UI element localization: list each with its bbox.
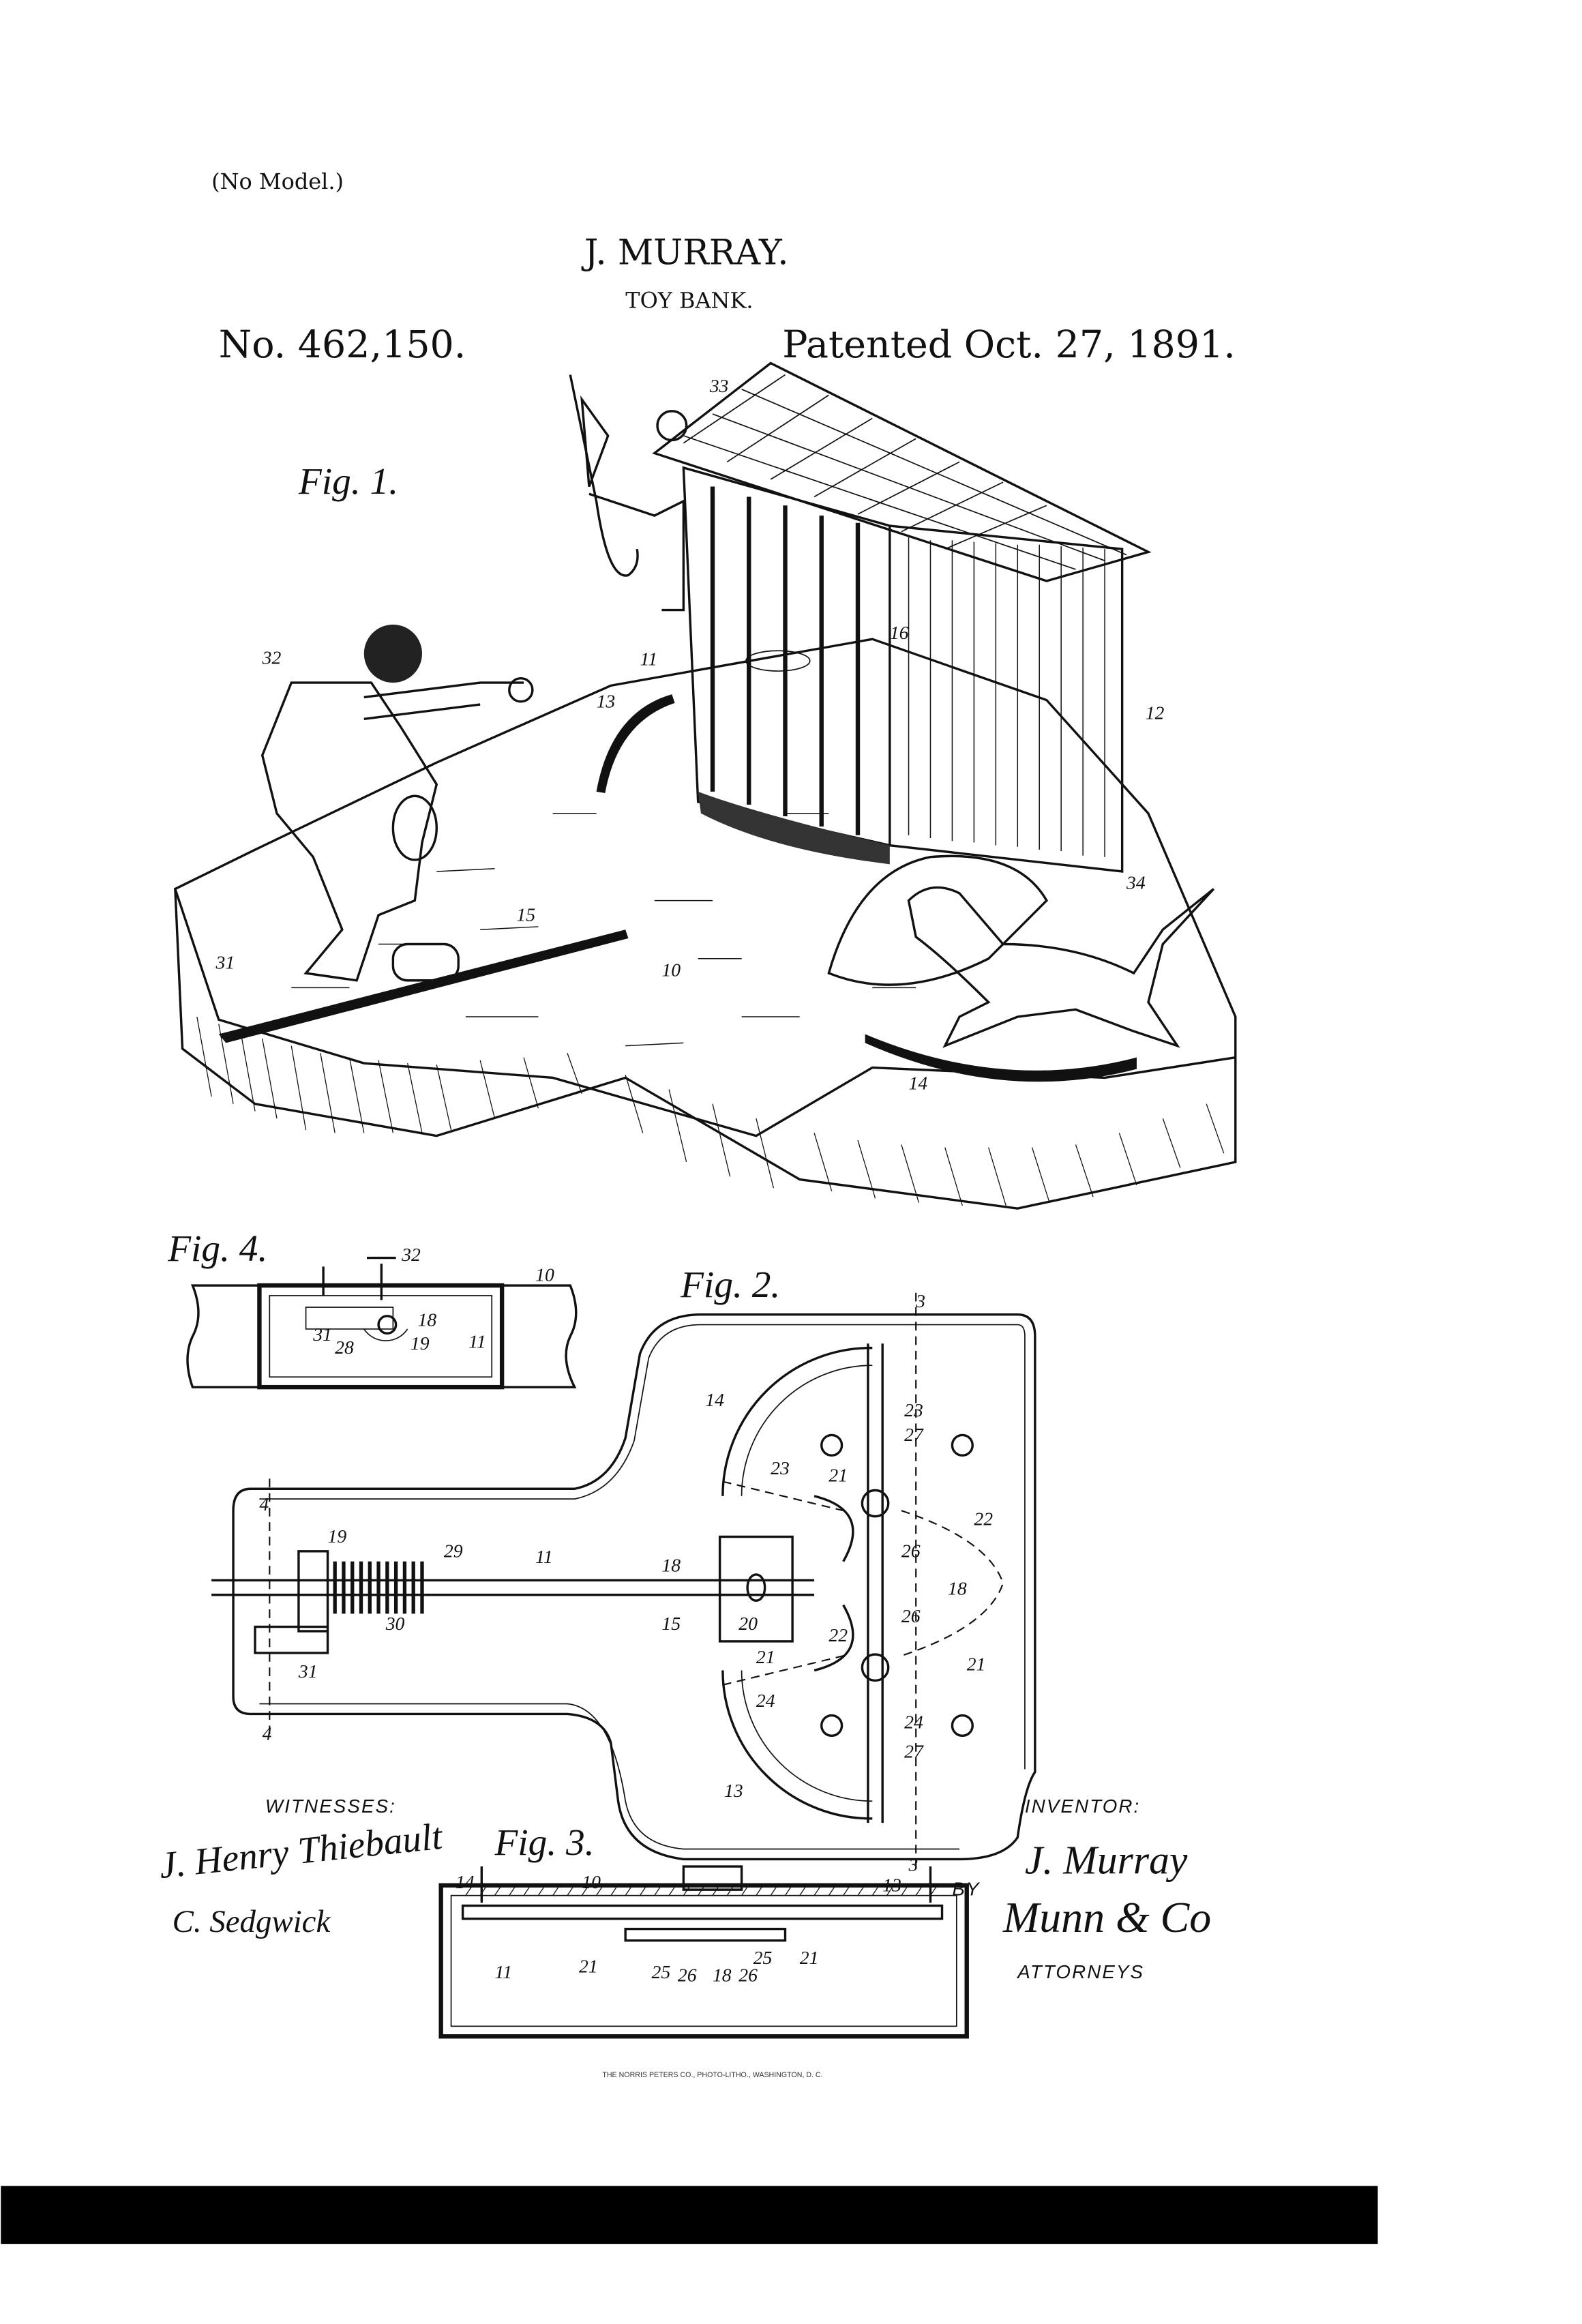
svg-text:3: 3: [915, 1290, 925, 1311]
block-20: [718, 1535, 794, 1643]
rock: [827, 854, 1049, 986]
svg-text:10: 10: [661, 959, 681, 980]
slot-13: [596, 694, 675, 793]
svg-text:34: 34: [1126, 872, 1146, 893]
svg-text:28: 28: [335, 1337, 354, 1358]
inventor-heading: INVENTOR:: [1025, 1796, 1140, 1817]
figure-2-plan: Fig. 2. 3 14 23 27 23 21 22 26 18 26 22 …: [211, 1264, 1036, 1875]
svg-text:26: 26: [901, 1540, 921, 1561]
svg-text:25: 25: [753, 1947, 773, 1968]
attorneys-label: ATTORNEYS: [1016, 1961, 1144, 1982]
fig2-caption: Fig. 2.: [680, 1264, 780, 1305]
svg-text:11: 11: [640, 649, 657, 670]
svg-text:12: 12: [1146, 702, 1165, 723]
svg-text:18: 18: [948, 1578, 967, 1599]
svg-text:14: 14: [909, 1073, 928, 1094]
attorney-signature: Munn & Co: [1002, 1893, 1211, 1941]
svg-text:31: 31: [312, 1324, 332, 1345]
fig3-caption: Fig. 3.: [494, 1821, 594, 1863]
fig1-caption: Fig. 1.: [298, 460, 398, 502]
svg-text:22: 22: [829, 1624, 848, 1645]
svg-text:24: 24: [756, 1690, 775, 1711]
model-note: (No Model.): [211, 168, 344, 194]
svg-text:22: 22: [974, 1508, 993, 1530]
dog-figure: [827, 854, 1215, 1048]
svg-text:16: 16: [890, 622, 909, 643]
invention-title: TOY BANK.: [625, 288, 753, 314]
svg-text:21: 21: [756, 1646, 775, 1667]
svg-text:20: 20: [738, 1613, 758, 1634]
svg-text:21: 21: [967, 1654, 986, 1675]
svg-text:13: 13: [724, 1780, 743, 1801]
svg-text:26: 26: [678, 1964, 697, 1985]
svg-text:33: 33: [709, 375, 729, 396]
svg-text:21: 21: [579, 1956, 598, 1977]
fig3-reference-numerals: 14 10 13 11 21 25 26 18 26 25 21: [456, 1871, 901, 1985]
svg-text:14: 14: [705, 1389, 724, 1410]
base-hatching: [196, 1016, 1225, 1206]
svg-text:27: 27: [904, 1740, 924, 1761]
svg-text:4: 4: [259, 1493, 269, 1515]
by-label: BY: [952, 1879, 981, 1900]
svg-text:18: 18: [418, 1309, 437, 1330]
fig4-reference-numerals: 32 10 31 28 18 19 11: [312, 1244, 554, 1358]
coin-tray-16: [745, 650, 811, 672]
lithographer-imprint: THE NORRIS PETERS CO., PHOTO-LITHO., WAS…: [602, 2071, 822, 2079]
svg-text:29: 29: [444, 1540, 463, 1561]
witness-signature-2: C. Sedgwick: [173, 1904, 331, 1939]
svg-text:32: 32: [401, 1244, 421, 1265]
svg-text:10: 10: [535, 1264, 554, 1285]
figure-4-section: Fig. 4. 32 10 31 28 18 19 11: [167, 1227, 578, 1390]
svg-text:26: 26: [901, 1605, 921, 1626]
fig1-reference-numerals: 33 32 11 13 16 12 34 31 15 10 14: [215, 375, 1165, 1093]
inventor-signature: J. Murray: [1025, 1838, 1188, 1883]
svg-text:18: 18: [713, 1964, 732, 1985]
fig4-caption: Fig. 4.: [167, 1227, 267, 1269]
svg-text:21: 21: [829, 1465, 848, 1486]
svg-text:13: 13: [597, 690, 616, 711]
svg-text:19: 19: [328, 1525, 347, 1547]
slot-14: [865, 1034, 1137, 1082]
svg-text:11: 11: [468, 1331, 486, 1352]
log: [391, 942, 460, 982]
svg-text:27: 27: [904, 1424, 924, 1445]
svg-text:15: 15: [661, 1613, 681, 1634]
house: [652, 361, 1152, 873]
svg-text:32: 32: [262, 646, 282, 668]
svg-text:4: 4: [263, 1723, 272, 1744]
patent-number: No. 462,150.: [219, 323, 466, 367]
svg-text:26: 26: [738, 1964, 758, 1985]
svg-text:18: 18: [661, 1555, 681, 1576]
svg-text:23: 23: [904, 1399, 923, 1420]
scan-edge-bar: [1, 2186, 1378, 2244]
base-side: [174, 889, 1237, 1210]
svg-text:24: 24: [904, 1712, 923, 1733]
svg-text:11: 11: [535, 1546, 553, 1567]
boy-figure: [260, 624, 534, 982]
svg-text:19: 19: [411, 1332, 430, 1354]
inventor-name: J. MURRAY.: [581, 233, 789, 273]
slot-15: [218, 929, 629, 1043]
roof: [652, 361, 1152, 582]
svg-text:31: 31: [298, 1660, 318, 1682]
svg-text:10: 10: [582, 1871, 601, 1892]
witnesses-heading: WITNESSES:: [265, 1796, 396, 1817]
patent-date: Patented Oct. 27, 1891.: [782, 323, 1236, 367]
svg-text:21: 21: [800, 1947, 819, 1968]
svg-text:3: 3: [908, 1853, 919, 1875]
fig2-reference-numerals: 3 14 23 27 23 21 22 26 18 26 22 21 21 24…: [259, 1290, 993, 1875]
svg-text:13: 13: [882, 1874, 901, 1895]
svg-text:31: 31: [215, 952, 235, 973]
svg-text:25: 25: [652, 1961, 671, 1982]
umbrella-figure: [569, 374, 688, 612]
svg-text:14: 14: [456, 1871, 475, 1892]
svg-text:23: 23: [771, 1457, 790, 1478]
figure-1-perspective: Fig. 1.: [173, 361, 1237, 1210]
svg-text:11: 11: [494, 1961, 512, 1982]
figure-3-section: Fig. 3. 14 10 13 11 21 25 26 18 26 25 21: [438, 1821, 969, 2039]
base-top-surface: [173, 638, 1237, 1137]
svg-text:30: 30: [385, 1613, 405, 1634]
svg-text:15: 15: [516, 904, 535, 925]
